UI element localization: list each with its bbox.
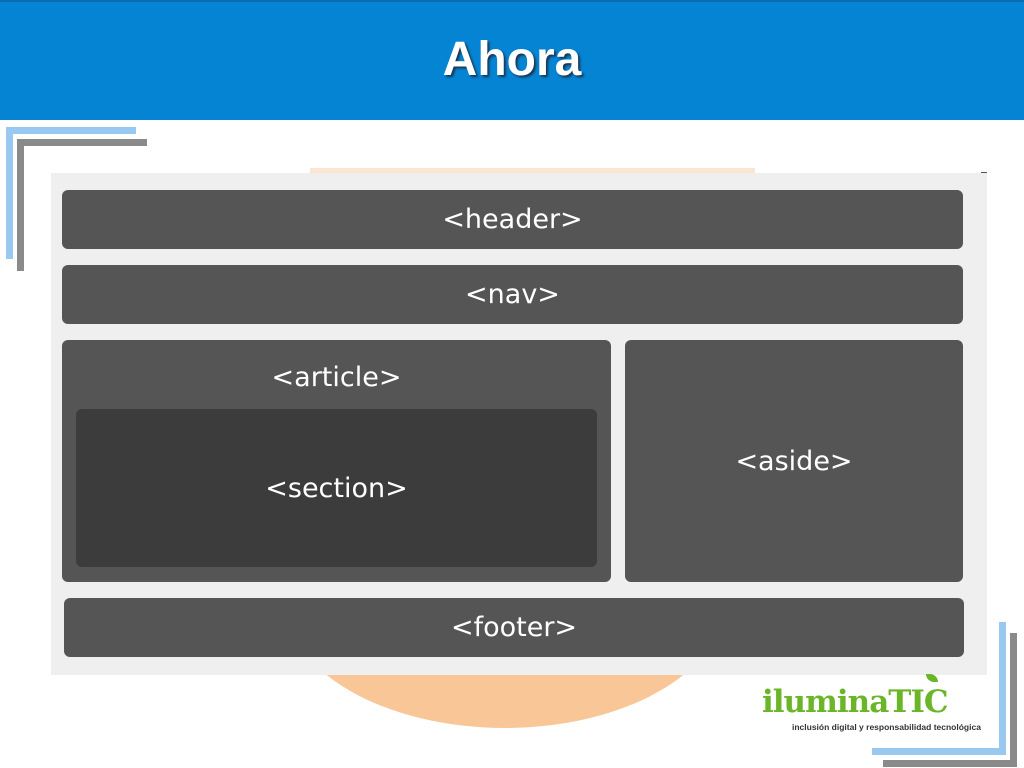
leaf-icon — [926, 674, 938, 682]
title-bar: Ahora — [0, 0, 1024, 120]
logo-tagline: inclusión digital y responsabilidad tecn… — [792, 722, 981, 732]
corner-decoration — [1010, 633, 1017, 767]
background-shape — [310, 168, 755, 174]
slide-title: Ahora — [442, 33, 582, 86]
nav-block: <nav> — [62, 265, 963, 324]
footer-block: <footer> — [64, 598, 964, 657]
section-label: <section> — [265, 472, 408, 504]
header-block: <header> — [62, 190, 963, 249]
aside-block: <aside> — [625, 340, 963, 582]
corner-decoration — [999, 622, 1006, 755]
footer-label: <footer> — [450, 612, 578, 643]
logo-name: iluminaTIC — [762, 684, 949, 720]
corner-decoration — [883, 760, 1017, 767]
header-label: <header> — [442, 204, 583, 235]
iluminatic-logo: iluminaTIC inclusión digital y responsab… — [762, 674, 997, 740]
html5-layout-diagram: <header> <nav> <article> <section> <asid… — [51, 173, 987, 675]
section-block: <section> — [76, 409, 597, 567]
corner-decoration — [6, 127, 13, 259]
article-label: <article> — [271, 362, 402, 393]
aside-label: <aside> — [735, 445, 853, 477]
corner-decoration — [17, 139, 24, 271]
nav-label: <nav> — [465, 279, 560, 310]
corner-decoration — [872, 748, 1006, 755]
corner-decoration — [17, 139, 147, 146]
corner-decoration — [6, 127, 136, 134]
